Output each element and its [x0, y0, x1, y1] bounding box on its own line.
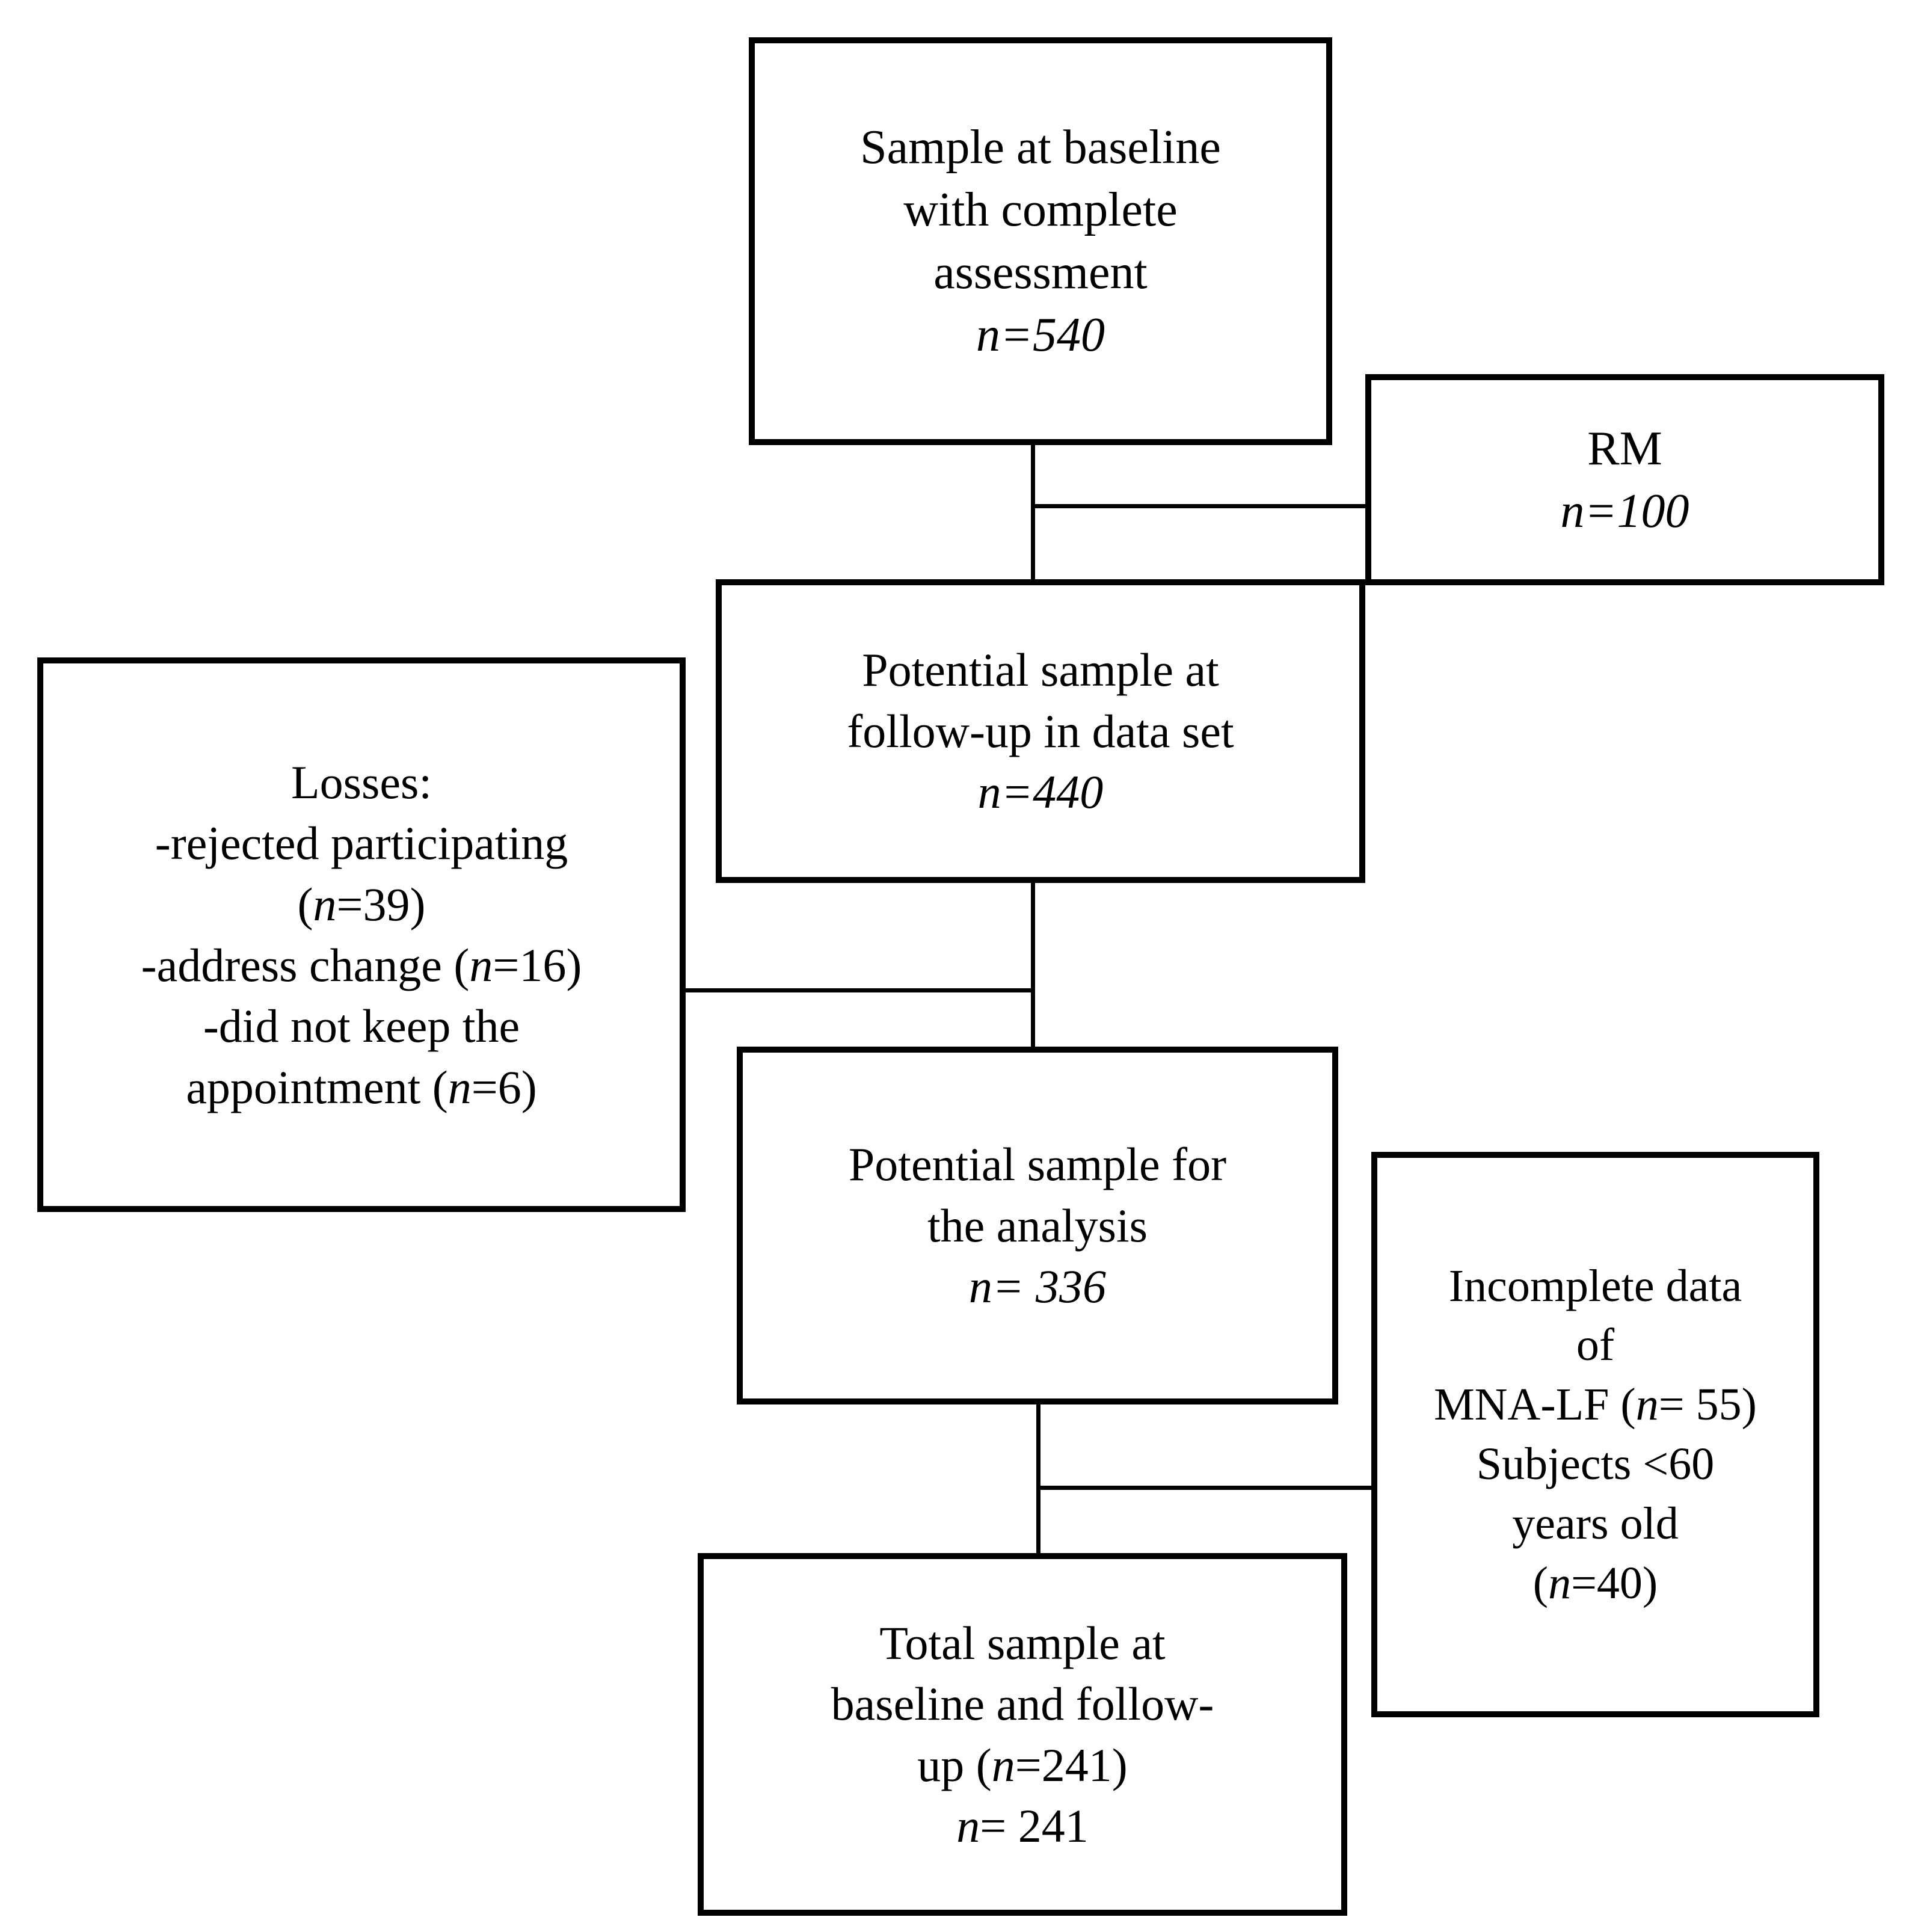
- node-line: MNA-LF (n= 55): [1434, 1379, 1757, 1430]
- node-line: (n=39): [297, 878, 426, 931]
- node-count: n=440: [977, 766, 1104, 819]
- node-line: Potential sample for: [848, 1138, 1227, 1191]
- node-line: Incomplete data: [1448, 1260, 1742, 1311]
- node-potential-sample-for-analysis: Potential sample for the analysis n= 336: [737, 1047, 1338, 1404]
- node-line: Total sample at: [879, 1616, 1166, 1669]
- node-rm: RM n=100: [1365, 374, 1884, 585]
- node-line: (n=40): [1532, 1557, 1658, 1608]
- node-incomplete-data: Incomplete data of MNA-LF (n= 55) Subjec…: [1371, 1152, 1819, 1717]
- node-count: n=540: [976, 309, 1105, 361]
- node-line: of: [1576, 1320, 1615, 1371]
- node-line: RM: [1587, 422, 1662, 475]
- node-line: -rejected participating: [155, 817, 568, 870]
- node-line: assessment: [933, 246, 1148, 299]
- node-line: follow-up in data set: [847, 704, 1234, 757]
- node-line: Potential sample at: [862, 644, 1219, 697]
- node-losses: Losses: -rejected participating (n=39) -…: [37, 657, 686, 1212]
- connector-baseline-to-rm: [1031, 504, 1368, 508]
- node-line: Losses:: [291, 755, 432, 808]
- connector-losses-to-analysis: [682, 988, 1033, 992]
- node-sample-at-baseline: Sample at baseline with complete assessm…: [749, 37, 1332, 445]
- node-potential-sample-at-followup: Potential sample at follow-up in data se…: [716, 579, 1365, 883]
- node-line: with complete: [903, 183, 1178, 236]
- node-line: years old: [1512, 1498, 1679, 1549]
- node-line: baseline and follow-: [831, 1678, 1214, 1730]
- node-line: the analysis: [927, 1199, 1148, 1252]
- node-count: n=100: [1560, 484, 1689, 538]
- node-line: appointment (n=6): [186, 1060, 537, 1113]
- node-line: -address change (n=16): [141, 939, 582, 991]
- connector-baseline-to-followup: [1031, 444, 1035, 582]
- node-line: -did not keep the: [203, 1000, 520, 1053]
- node-line: up (n=241): [917, 1738, 1128, 1791]
- node-count: n= 336: [968, 1260, 1107, 1313]
- node-total-sample: Total sample at baseline and follow- up …: [698, 1553, 1347, 1916]
- connector-followup-to-analysis: [1031, 881, 1035, 1049]
- node-count: n= 241: [956, 1799, 1089, 1852]
- node-line: Subjects <60: [1476, 1439, 1715, 1489]
- connector-analysis-to-total: [1036, 1403, 1040, 1556]
- node-line: Sample at baseline: [860, 121, 1221, 174]
- connector-analysis-to-incomplete: [1036, 1486, 1374, 1490]
